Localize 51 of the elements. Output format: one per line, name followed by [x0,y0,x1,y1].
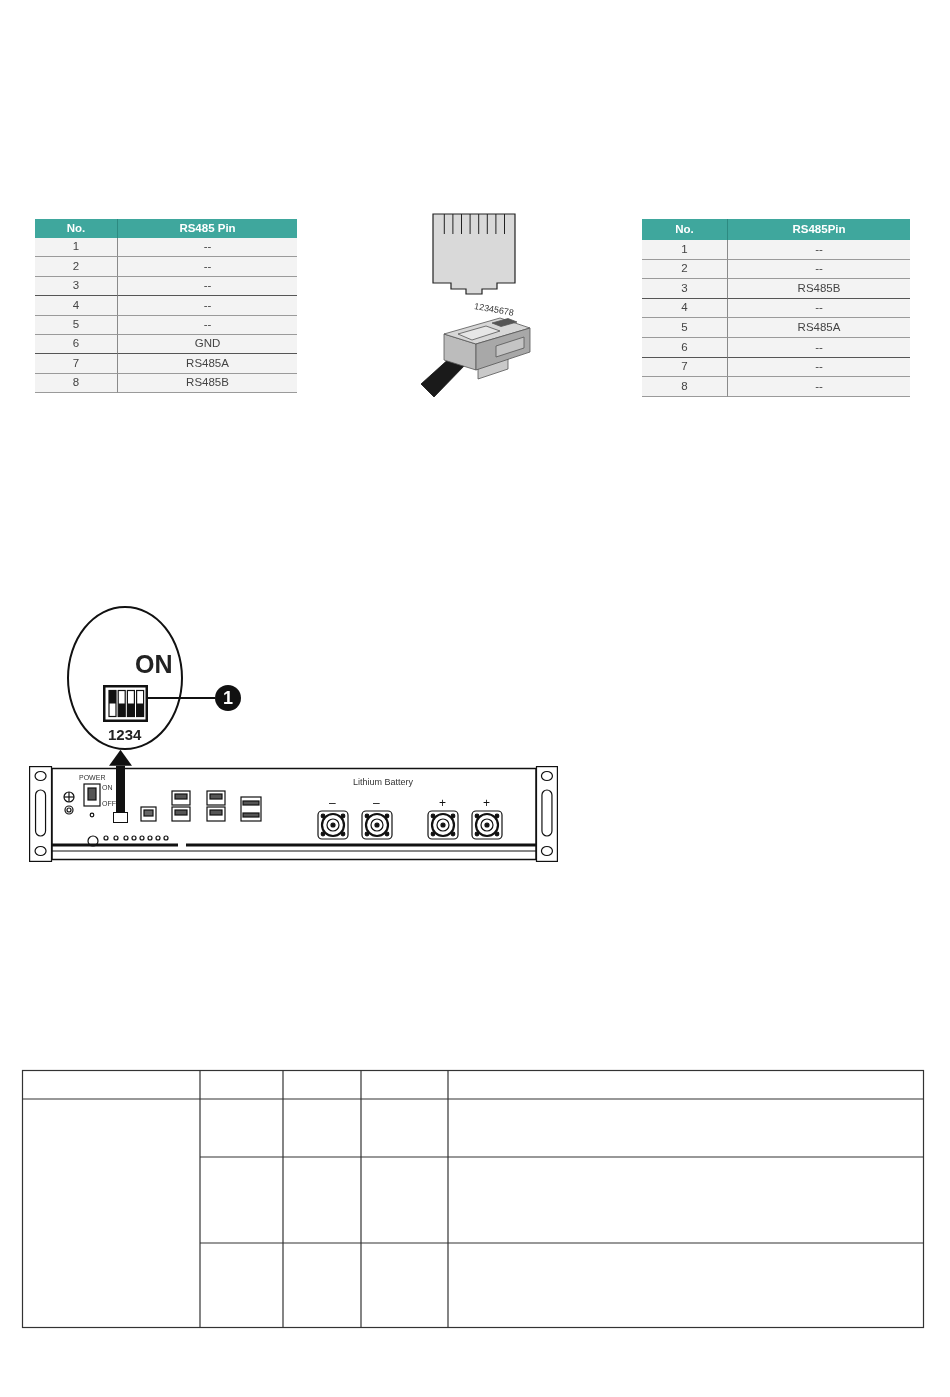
table-cell: RS485A [118,354,297,374]
table-cell: 1 [642,240,728,260]
table-cell: RS485A [728,318,910,338]
table-cell: -- [118,257,297,277]
table-cell: 5 [35,315,118,335]
table-cell: 3 [642,279,728,299]
table-cell: 4 [642,298,728,319]
table-cell: -- [728,259,910,280]
table-cell: 2 [642,259,728,280]
table-cell: -- [728,338,910,358]
polarity-sign: + [439,797,446,809]
table-header-cell: RS485Pin [728,219,910,240]
table-cell: -- [118,315,297,335]
table-header-cell: No. [642,219,728,240]
table-cell: -- [728,240,910,260]
table-cell: GND [118,335,297,355]
table-cell: -- [118,296,297,316]
magnified-view [67,606,183,750]
table-header-cell: No. [35,219,118,238]
switch-state-label: ON [135,652,173,677]
table-cell: 2 [35,257,118,277]
table-cell: 4 [35,296,118,316]
table-cell: 7 [642,357,728,378]
table-cell: 1 [35,238,118,258]
callout-number: 1 [215,685,241,711]
polarity-sign: – [373,797,380,809]
polarity-sign: + [483,797,490,809]
table-cell: -- [118,238,297,258]
table-cell: 5 [642,318,728,338]
switch-number-label: 1234 [108,727,142,742]
table-cell: 8 [642,377,728,397]
table-cell: 7 [35,354,118,374]
panel-title: Lithium Battery [353,778,414,787]
table-cell: 8 [35,373,118,394]
table-cell: -- [728,357,910,378]
table-cell: RS485B [728,279,910,299]
table-cell: 6 [642,338,728,358]
table-header-cell: RS485 Pin [118,219,297,238]
table-cell: -- [118,276,297,297]
table-cell: 3 [35,276,118,297]
battery-front-panel [29,766,558,862]
dip-switch [113,812,128,823]
polarity-sign: – [329,797,336,809]
arrow [109,749,132,812]
table-cell: -- [728,298,910,319]
leader-line [145,697,216,699]
pin-number-label: 12345678 [473,302,515,318]
table-cell: 6 [35,335,118,355]
table-cell: -- [728,377,910,397]
table-cell: RS485B [118,373,297,394]
dip-switch [103,685,148,722]
